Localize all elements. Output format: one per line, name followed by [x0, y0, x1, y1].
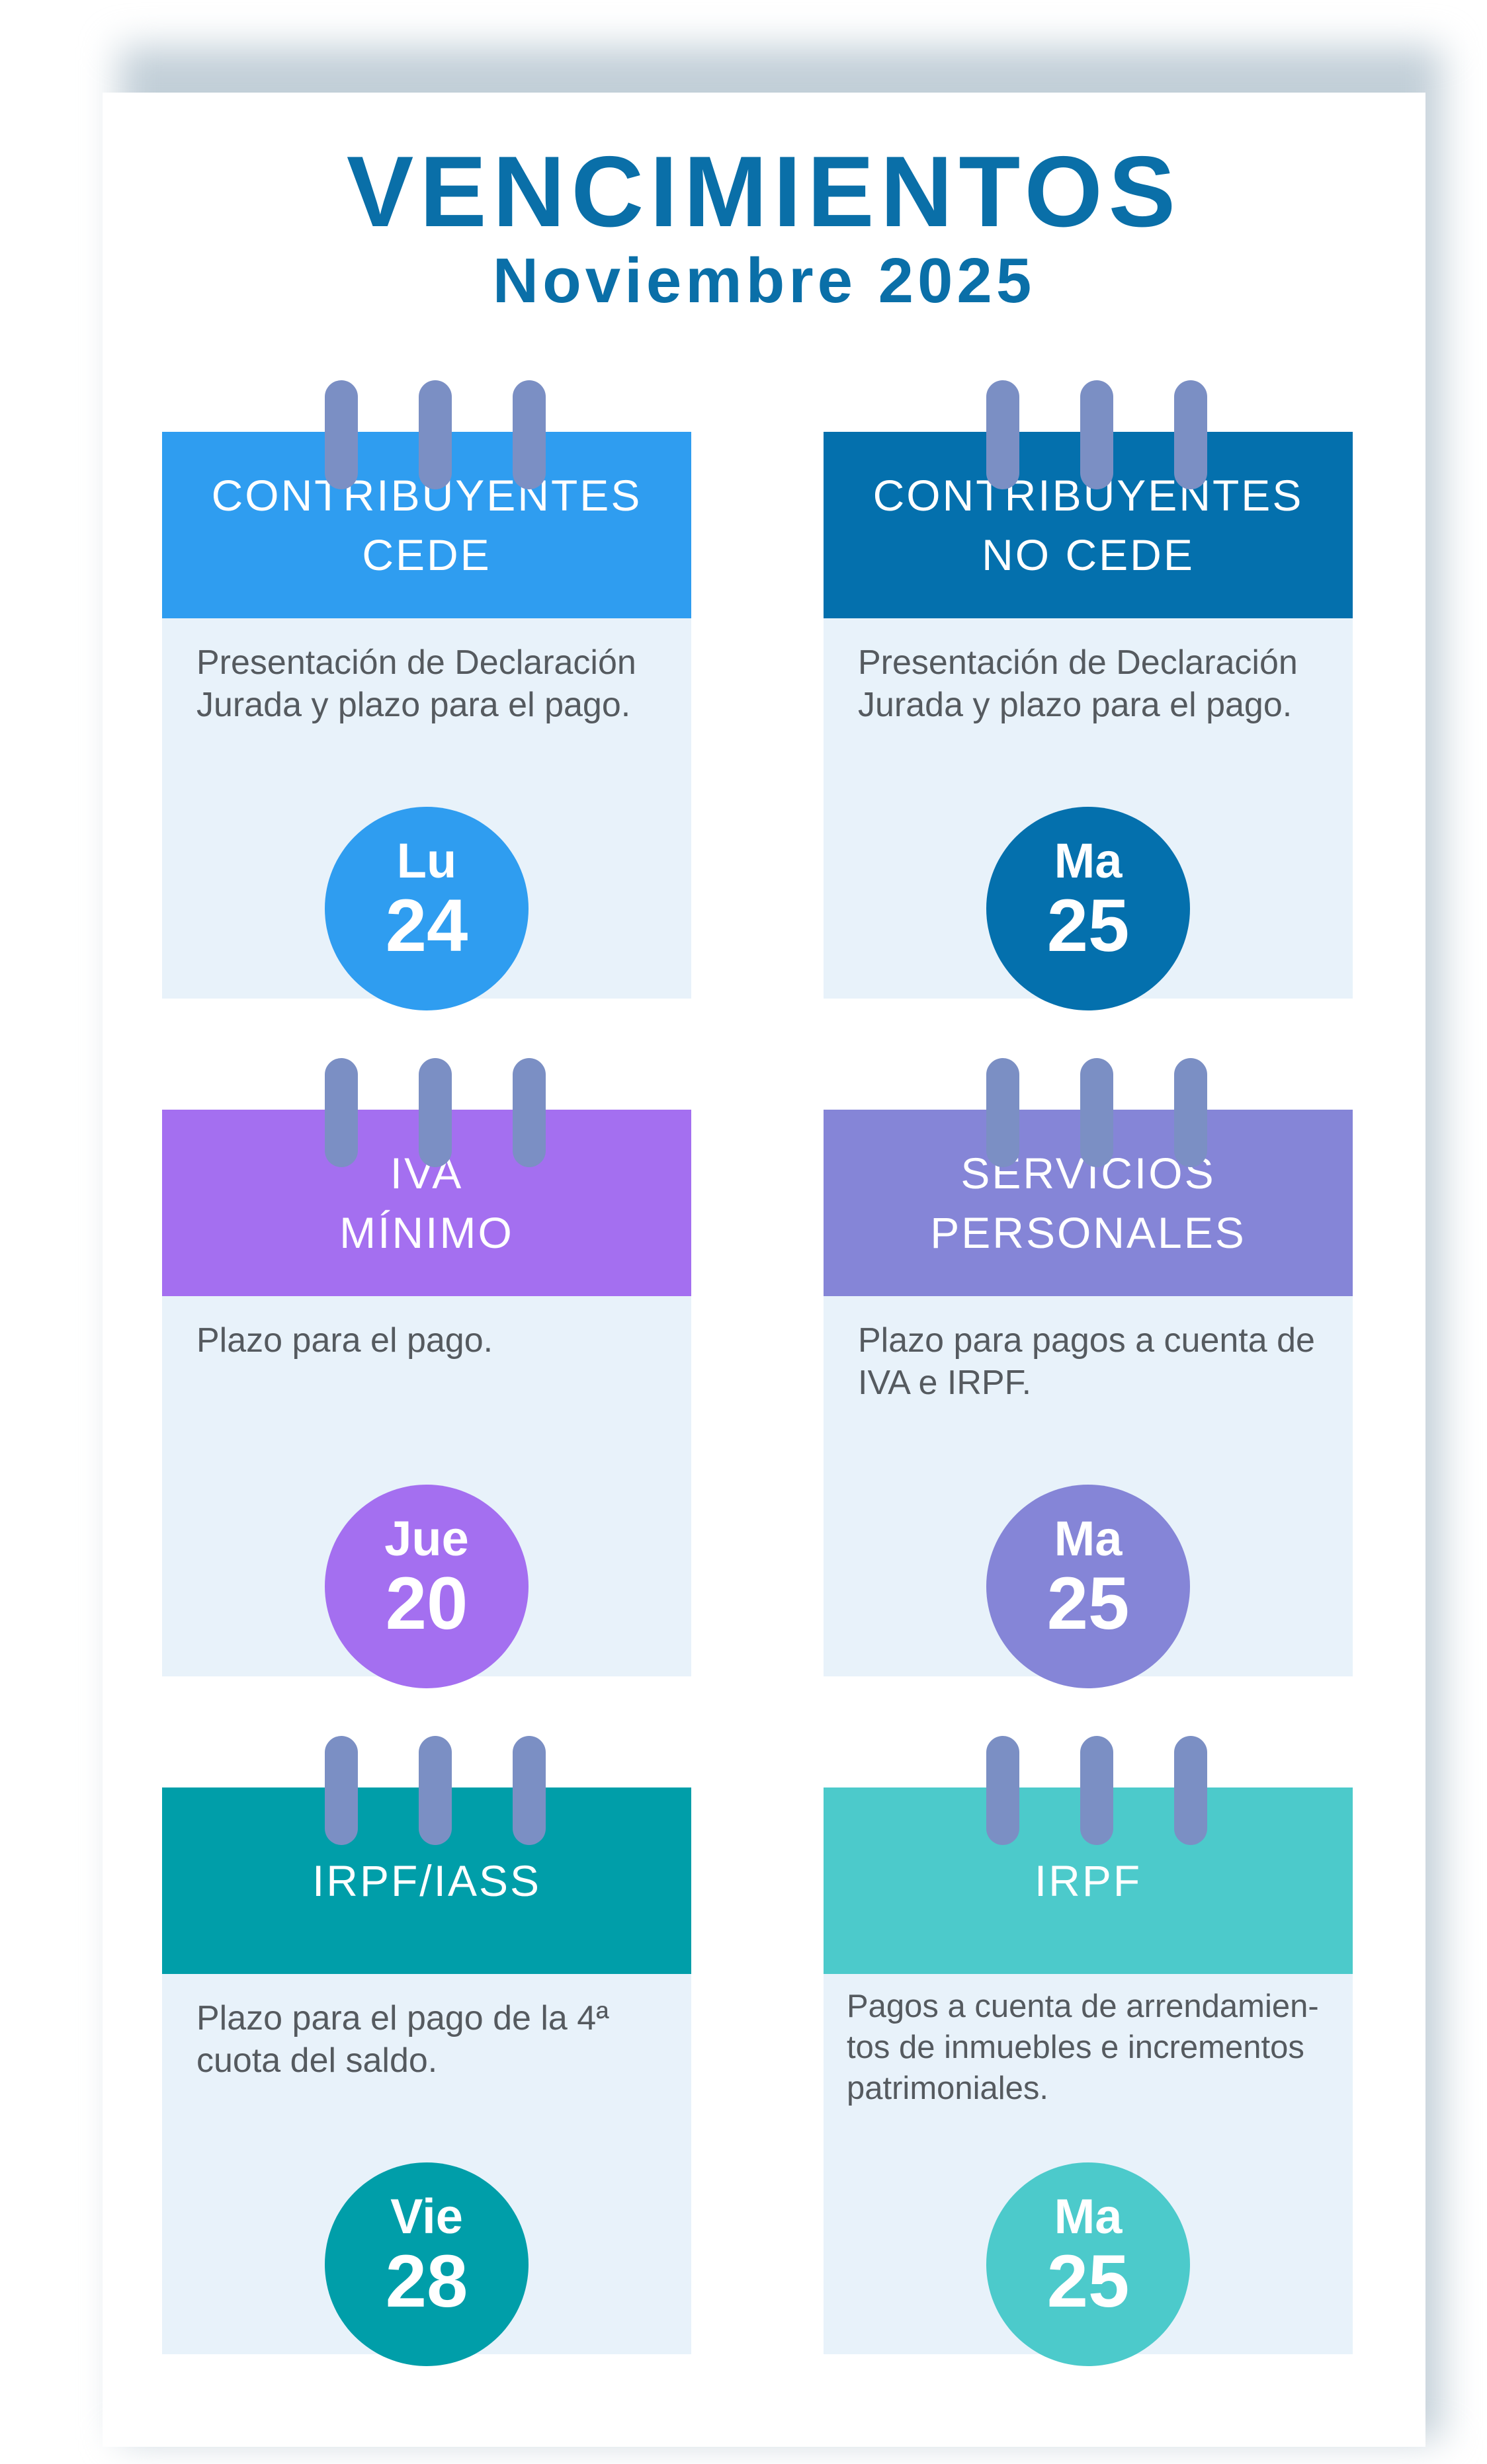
card-description: Presentación de Declaración Jurada y pla… — [858, 643, 1298, 724]
date-badge: Jue 20 — [325, 1485, 529, 1688]
card-description: Presentación de Declaración Jurada y pla… — [196, 643, 636, 724]
binder-ring-icon — [513, 1058, 546, 1167]
badge-date: 25 — [1046, 884, 1130, 967]
binder-ring-icon — [325, 1058, 358, 1167]
badge-weekday: Ma — [1054, 833, 1123, 888]
date-badge: Vie 28 — [325, 2162, 529, 2366]
card-description: Plazo para el pago. — [196, 1321, 493, 1360]
badge-date: 25 — [1046, 2240, 1130, 2322]
card-description: Plazo para el pago de la 4ª cuota del sa… — [196, 1999, 609, 2080]
card-irpf: IRPF Pagos a cuenta de arrendamien-tos d… — [824, 1736, 1353, 2366]
card-contribuyentes-cede: CONTRIBUYENTES CEDE Presentación de Decl… — [162, 380, 691, 1010]
card-servicios-personales: SERVICIOS PERSONALES Plazo para pagos a … — [824, 1058, 1353, 1688]
card-title-line1: IRPF/IASS — [312, 1856, 542, 1905]
card-title-line1: IRPF — [1034, 1856, 1142, 1905]
date-badge: Ma 25 — [986, 1485, 1190, 1688]
card-title-line2: NO CEDE — [982, 530, 1195, 579]
binder-ring-icon — [1174, 380, 1207, 489]
binder-ring-icon — [1080, 380, 1113, 489]
badge-date: 28 — [385, 2240, 468, 2322]
badge-weekday: Ma — [1054, 2189, 1123, 2244]
card-iva-minimo: IVA MÍNIMO Plazo para el pago. Jue 20 — [162, 1058, 691, 1688]
binder-ring-icon — [419, 1736, 452, 1845]
card-description: Plazo para pagos a cuenta de IVA e IRPF. — [858, 1321, 1315, 1402]
binder-ring-icon — [986, 1058, 1019, 1167]
badge-date: 20 — [385, 1562, 468, 1645]
binder-ring-icon — [1080, 1736, 1113, 1845]
binder-ring-icon — [986, 380, 1019, 489]
binder-ring-icon — [513, 1736, 546, 1845]
badge-weekday: Lu — [396, 833, 457, 888]
card-contribuyentes-no-cede: CONTRIBUYENTES NO CEDE Presentación de D… — [824, 380, 1353, 1010]
card-description: Pagos a cuenta de arrendamien-tos de inm… — [847, 1989, 1319, 2106]
badge-date: 25 — [1046, 1562, 1130, 1645]
badge-weekday: Jue — [384, 1511, 469, 1566]
binder-ring-icon — [1174, 1736, 1207, 1845]
binder-ring-icon — [325, 380, 358, 489]
binder-ring-icon — [1080, 1058, 1113, 1167]
badge-weekday: Ma — [1054, 1511, 1123, 1566]
card-title-line2: PERSONALES — [930, 1208, 1246, 1257]
card-title-line2: MÍNIMO — [339, 1208, 514, 1257]
binder-ring-icon — [419, 380, 452, 489]
binder-ring-icon — [419, 1058, 452, 1167]
binder-ring-icon — [325, 1736, 358, 1845]
badge-weekday: Vie — [390, 2189, 463, 2244]
date-badge: Lu 24 — [325, 807, 529, 1010]
binder-ring-icon — [1174, 1058, 1207, 1167]
page-title: VENCIMIENTOS — [346, 136, 1182, 248]
badge-date: 24 — [385, 884, 468, 967]
page-subtitle: Noviembre 2025 — [492, 245, 1036, 316]
card-irpf-iass: IRPF/IASS Plazo para el pago de la 4ª cu… — [162, 1736, 691, 2366]
date-badge: Ma 25 — [986, 807, 1190, 1010]
binder-ring-icon — [986, 1736, 1019, 1845]
card-title-line2: CEDE — [362, 530, 491, 579]
date-badge: Ma 25 — [986, 2162, 1190, 2366]
binder-ring-icon — [513, 380, 546, 489]
